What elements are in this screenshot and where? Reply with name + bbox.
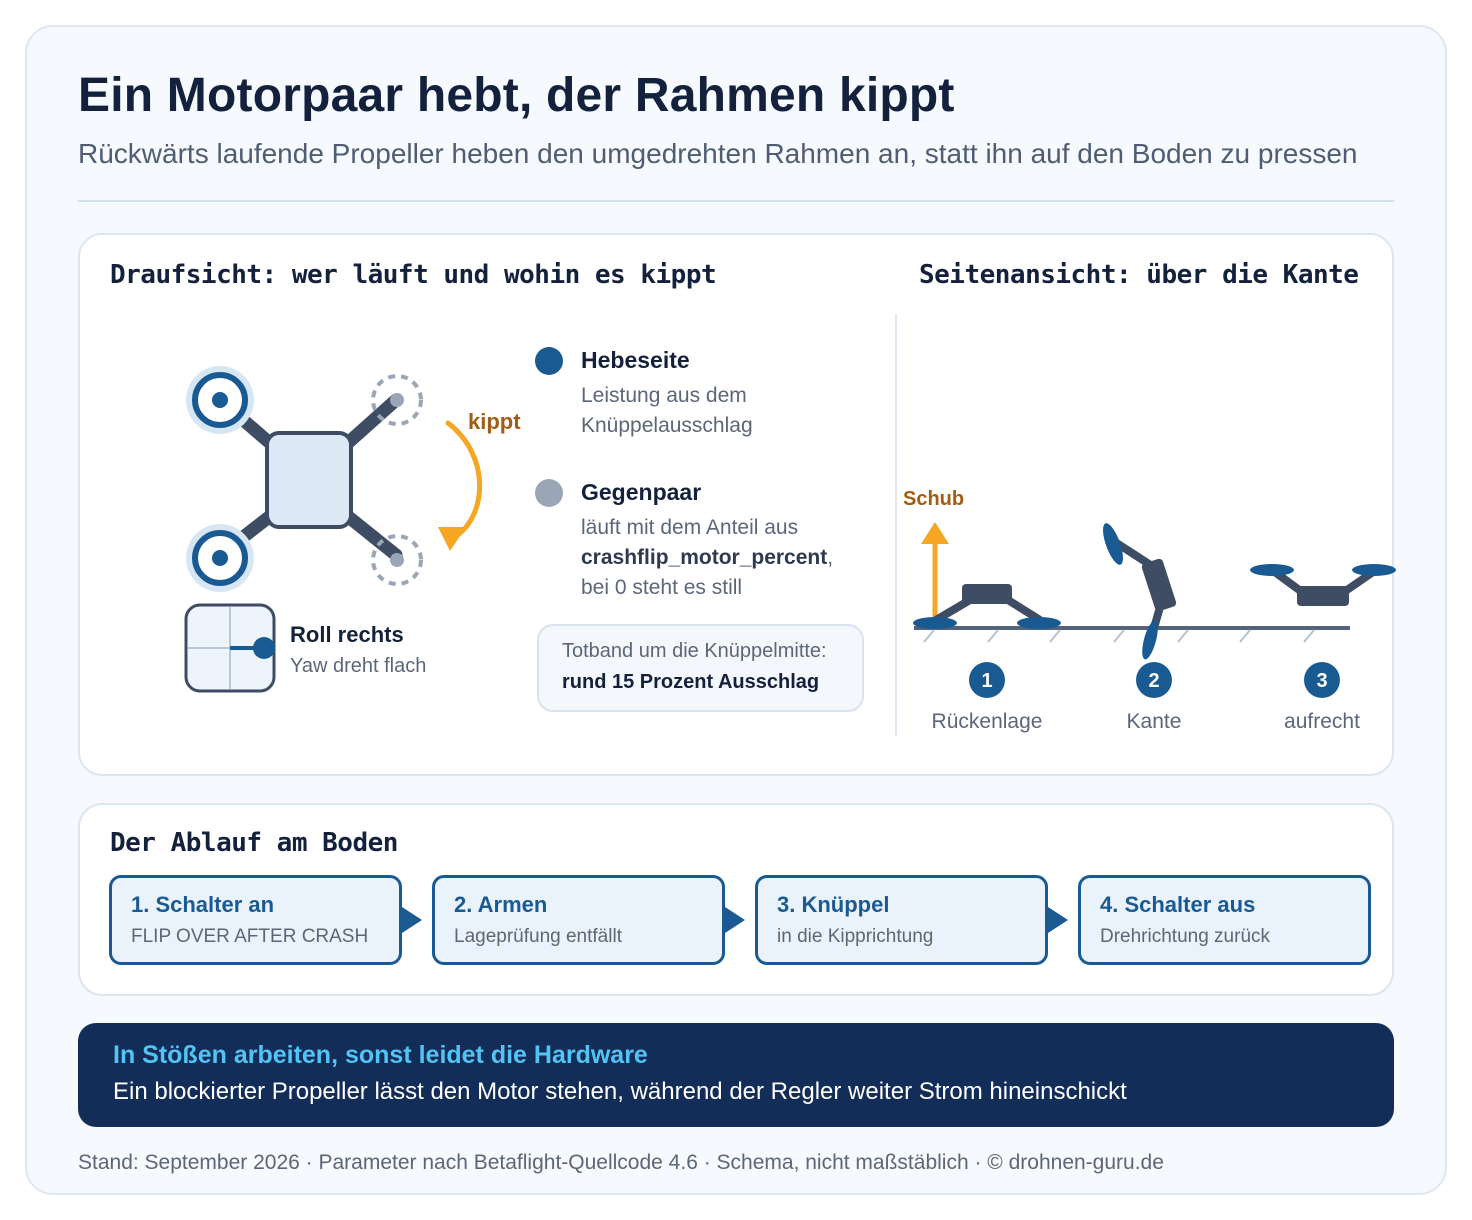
stage-label-1: Rückenlage	[932, 710, 1043, 733]
footer-note: Stand: September 2026 · Parameter nach B…	[78, 1151, 1164, 1174]
flow-step-3: 3. Knüppel in die Kipprichtung	[755, 875, 1048, 965]
lift-motor-front	[186, 366, 254, 434]
sideview-heading: Seitenansicht: über die Kante	[919, 260, 1359, 290]
flow-step-4: 4. Schalter aus Drehrichtung zurück	[1078, 875, 1371, 965]
deadband-note: Totband um die Knüppelmitte: rund 15 Pro…	[537, 624, 864, 712]
flow-step-text: FLIP OVER AFTER CRASH	[131, 926, 369, 947]
stage-number-2: 2	[1148, 670, 1159, 692]
flow-step-text: Lageprüfung entfällt	[454, 926, 622, 947]
thrust-label: Schub	[903, 488, 964, 510]
lift-legend-text: Leistung aus dem Knüppelausschlag	[581, 381, 753, 441]
counter-motor-front	[371, 374, 423, 426]
counter-legend-title: Gegenpaar	[581, 479, 702, 505]
lift-motor-rear	[186, 524, 254, 592]
flow-step-title: 3. Knüppel	[777, 892, 890, 917]
thrust-arrow-head	[921, 522, 949, 544]
stage-label-2: Kante	[1127, 710, 1182, 733]
stage-marker-3: 3 aufrecht	[1284, 662, 1360, 733]
topview-heading: Draufsicht: wer läuft und wohin es kippt	[110, 260, 717, 290]
stage-label-3: aufrecht	[1284, 710, 1360, 733]
stage-number-1: 1	[981, 670, 992, 692]
flow-step-title: 4. Schalter aus	[1100, 892, 1256, 917]
drone-stage-edge	[1103, 523, 1177, 660]
counter-legend-param-line: crashflip_motor_percent,	[581, 543, 833, 573]
flow-step-1: 1. Schalter an FLIP OVER AFTER CRASH	[109, 875, 402, 965]
callout-text: Ein blockierter Propeller lässt den Moto…	[113, 1078, 1127, 1105]
tilt-arrow	[445, 420, 483, 540]
drone-stage-inverted	[913, 584, 1061, 629]
title-divider	[78, 200, 1394, 202]
page-title: Ein Motorpaar hebt, der Rahmen kippt	[78, 69, 955, 122]
flow-heading: Der Ablauf am Boden	[110, 828, 398, 858]
callout-title: In Stößen arbeiten, sonst leidet die Har…	[113, 1041, 648, 1069]
topview-drone-diagram: kippt	[184, 366, 521, 693]
flow-step-title: 2. Armen	[454, 892, 548, 917]
deadband-line2: rund 15 Prozent Ausschlag	[562, 671, 820, 693]
sideview-diagram: Schub 1 Rückenlage 2 Kante 3 aufrecht	[903, 488, 1396, 733]
ground-hatching	[923, 629, 1315, 643]
page-subtitle: Rückwärts laufende Propeller heben den u…	[78, 138, 1358, 169]
tilt-arrow-head	[438, 527, 466, 551]
stick-label: Roll rechts	[290, 622, 404, 647]
stage-number-3: 3	[1316, 670, 1327, 692]
flow-step-text: in die Kipprichtung	[777, 926, 934, 947]
counter-legend-param: crashflip_motor_percent	[581, 546, 828, 569]
warning-callout: In Stößen arbeiten, sonst leidet die Har…	[78, 1023, 1394, 1127]
stick-icon	[184, 603, 276, 693]
lift-legend-line1: Leistung aus dem	[581, 384, 747, 407]
counter-legend-param-suffix: ,	[827, 546, 834, 569]
counter-motor-rear	[371, 534, 423, 586]
lift-legend-title: Hebeseite	[581, 347, 690, 373]
flow-arrow-icon	[402, 907, 422, 933]
drone-body	[265, 431, 353, 529]
lift-legend-line2: Knüppelausschlag	[581, 414, 753, 437]
deadband-line1: Totband um die Knüppelmitte:	[562, 640, 827, 662]
view-divider	[895, 314, 897, 736]
drone-stage-upright	[1250, 564, 1396, 606]
counter-legend-dot	[535, 479, 563, 507]
counter-legend-text: läuft mit dem Anteil aus crashflip_motor…	[581, 513, 833, 603]
flow-step-text: Drehrichtung zurück	[1100, 926, 1271, 947]
flow-step-2: 2. Armen Lageprüfung entfällt	[432, 875, 725, 965]
stage-marker-1: 1 Rückenlage	[932, 662, 1043, 733]
flow-step-title: 1. Schalter an	[131, 892, 275, 917]
lift-legend-dot	[535, 347, 563, 375]
tilt-label: kippt	[468, 409, 521, 434]
stage-marker-2: 2 Kante	[1127, 662, 1182, 733]
flow-arrow-icon	[1048, 907, 1068, 933]
flow-arrow-icon	[725, 907, 745, 933]
stick-sublabel: Yaw dreht flach	[290, 655, 427, 677]
counter-legend-line1: läuft mit dem Anteil aus	[581, 516, 799, 539]
counter-legend-line3: bei 0 steht es still	[581, 576, 743, 599]
